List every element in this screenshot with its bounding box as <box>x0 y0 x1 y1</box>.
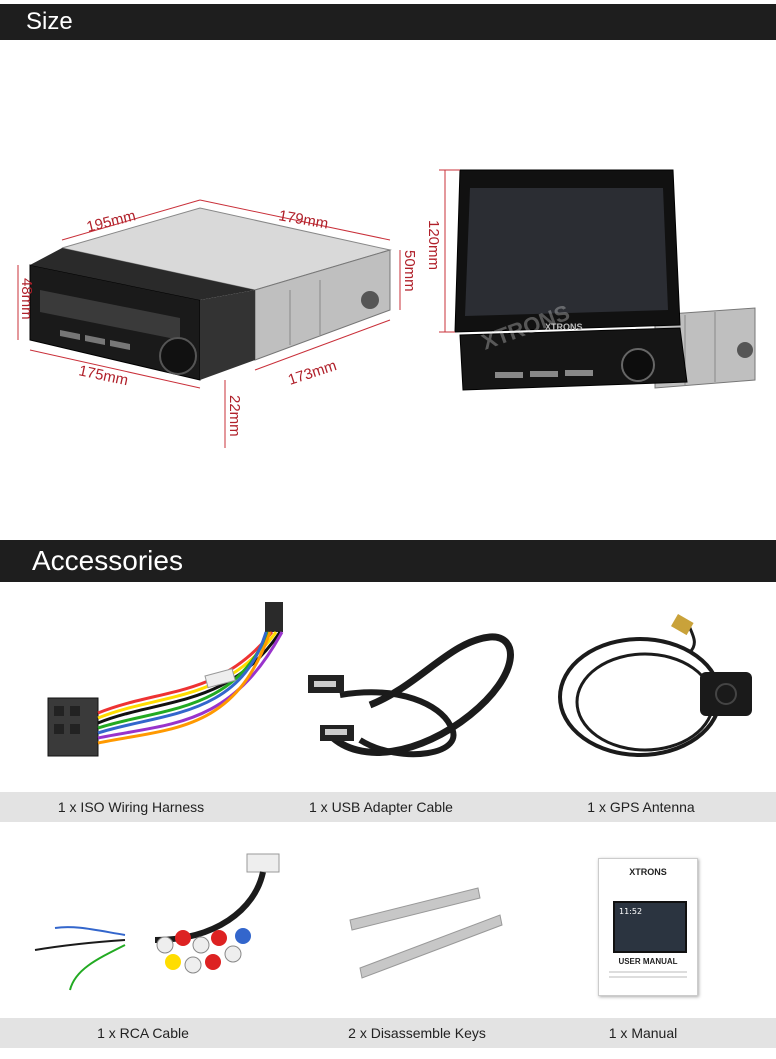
caption-disassemble-keys: 2 x Disassemble Keys <box>348 1025 486 1041</box>
size-section-header: Size <box>0 4 776 40</box>
manual-clock: 11:52 <box>619 907 643 916</box>
accessories-section-title: Accessories <box>32 545 183 576</box>
screen-unit-diagram: XTRONS 120mm XTRONS <box>425 169 756 391</box>
dim-offset-bottom: 22mm <box>226 395 243 437</box>
rca-cable-image <box>34 853 280 991</box>
usb-cable-image <box>308 633 514 758</box>
iso-harness-image <box>47 602 284 757</box>
caption-bar-row-2: 1 x RCA Cable 2 x Disassemble Keys 1 x M… <box>0 1018 776 1048</box>
disassemble-keys-image <box>349 887 503 979</box>
dim-width-front: 175mm <box>77 362 129 389</box>
caption-rca-cable: 1 x RCA Cable <box>97 1025 189 1041</box>
manual-brand: XTRONS <box>629 867 667 877</box>
manual-title: USER MANUAL <box>618 957 678 966</box>
rca-plugs <box>156 928 251 974</box>
dim-depth-bottom: 173mm <box>286 357 339 389</box>
unit-dimension-diagram: 195mm 179mm 48mm 50mm 175mm 173mm 22mm <box>17 199 418 448</box>
caption-usb-cable: 1 x USB Adapter Cable <box>309 799 453 815</box>
caption-iso-harness: 1 x ISO Wiring Harness <box>57 799 205 815</box>
caption-bar-row-1: 1 x ISO Wiring Harness 1 x USB Adapter C… <box>0 792 776 822</box>
dim-screen-height: 120mm <box>425 220 442 270</box>
caption-manual: 1 x Manual <box>608 1025 678 1041</box>
dim-height-right: 50mm <box>401 250 418 292</box>
gps-antenna-image <box>558 614 752 757</box>
size-section-title: Size <box>26 8 73 35</box>
manual-image: XTRONS 11:52 USER MANUAL <box>598 858 698 996</box>
accessories-section-header: Accessories <box>0 540 776 582</box>
caption-gps-antenna: 1 x GPS Antenna <box>587 799 695 815</box>
screen-brand-logo: XTRONS <box>545 322 583 332</box>
dim-height-left: 48mm <box>18 278 35 320</box>
manual-cover-screen: 11:52 <box>613 901 687 953</box>
